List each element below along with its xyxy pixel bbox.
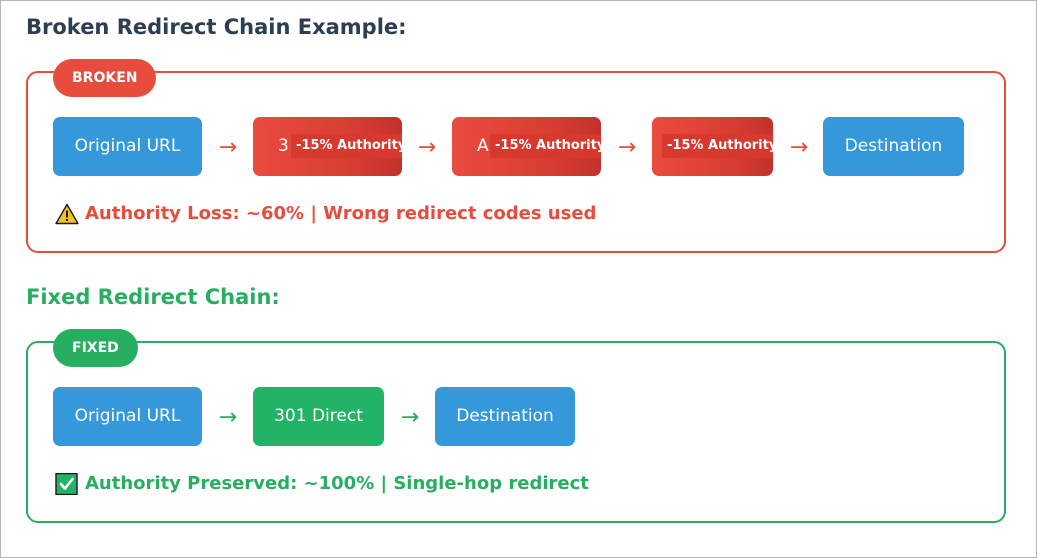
- fixed-node-301-direct: 301 Direct: [253, 387, 384, 446]
- node-label: Original URL: [74, 406, 181, 426]
- broken-chain-panel: BROKEN Original URL → 3 -15% Authority →…: [26, 59, 1006, 253]
- arrow-icon: →: [417, 135, 437, 160]
- authority-loss-badge: -15% Authority: [291, 134, 402, 158]
- authority-loss-badge: -15% Authority: [662, 134, 773, 158]
- broken-status-text: Authority Loss: ~60% | Wrong redirect co…: [85, 203, 597, 224]
- node-label: A: [477, 136, 489, 156]
- arrow-icon: →: [218, 135, 238, 160]
- fixed-node-original-url: Original URL: [53, 387, 202, 446]
- node-label: 301 Direct: [274, 406, 363, 426]
- broken-chain-heading: Broken Redirect Chain Example:: [26, 15, 407, 39]
- node-label: Destination: [844, 136, 943, 156]
- fixed-status-text: Authority Preserved: ~100% | Single-hop …: [85, 473, 589, 494]
- check-mark-icon: [55, 473, 78, 495]
- arrow-icon: →: [400, 405, 420, 430]
- node-label: 3: [278, 136, 289, 156]
- node-label: Destination: [456, 406, 554, 426]
- fixed-node-destination: Destination: [435, 387, 575, 446]
- fixed-pill: FIXED: [53, 329, 138, 367]
- broken-node-original-url: Original URL: [53, 117, 202, 176]
- arrow-icon: →: [789, 135, 809, 160]
- fixed-chain-heading: Fixed Redirect Chain:: [26, 285, 280, 309]
- arrow-icon: →: [218, 405, 238, 430]
- broken-node-hop-1: 3 -15% Authority: [253, 117, 402, 176]
- broken-pill: BROKEN: [53, 59, 157, 97]
- warning-icon: [55, 203, 79, 225]
- broken-node-hop-3: -15% Authority: [652, 117, 773, 176]
- node-label: Original URL: [74, 136, 181, 156]
- fixed-status-line: Authority Preserved: ~100% | Single-hop …: [55, 472, 589, 496]
- arrow-icon: →: [617, 135, 637, 160]
- authority-loss-badge: -15% Authority: [490, 134, 601, 158]
- broken-node-hop-2: A -15% Authority: [452, 117, 601, 176]
- broken-status-line: Authority Loss: ~60% | Wrong redirect co…: [55, 202, 596, 226]
- fixed-chain-panel: FIXED Original URL → 301 Direct → Destin…: [26, 329, 1006, 523]
- broken-chain-flow: Original URL → 3 -15% Authority → A -15%…: [53, 117, 983, 177]
- broken-node-destination: Destination: [823, 117, 964, 176]
- fixed-chain-flow: Original URL → 301 Direct → Destination: [53, 387, 983, 447]
